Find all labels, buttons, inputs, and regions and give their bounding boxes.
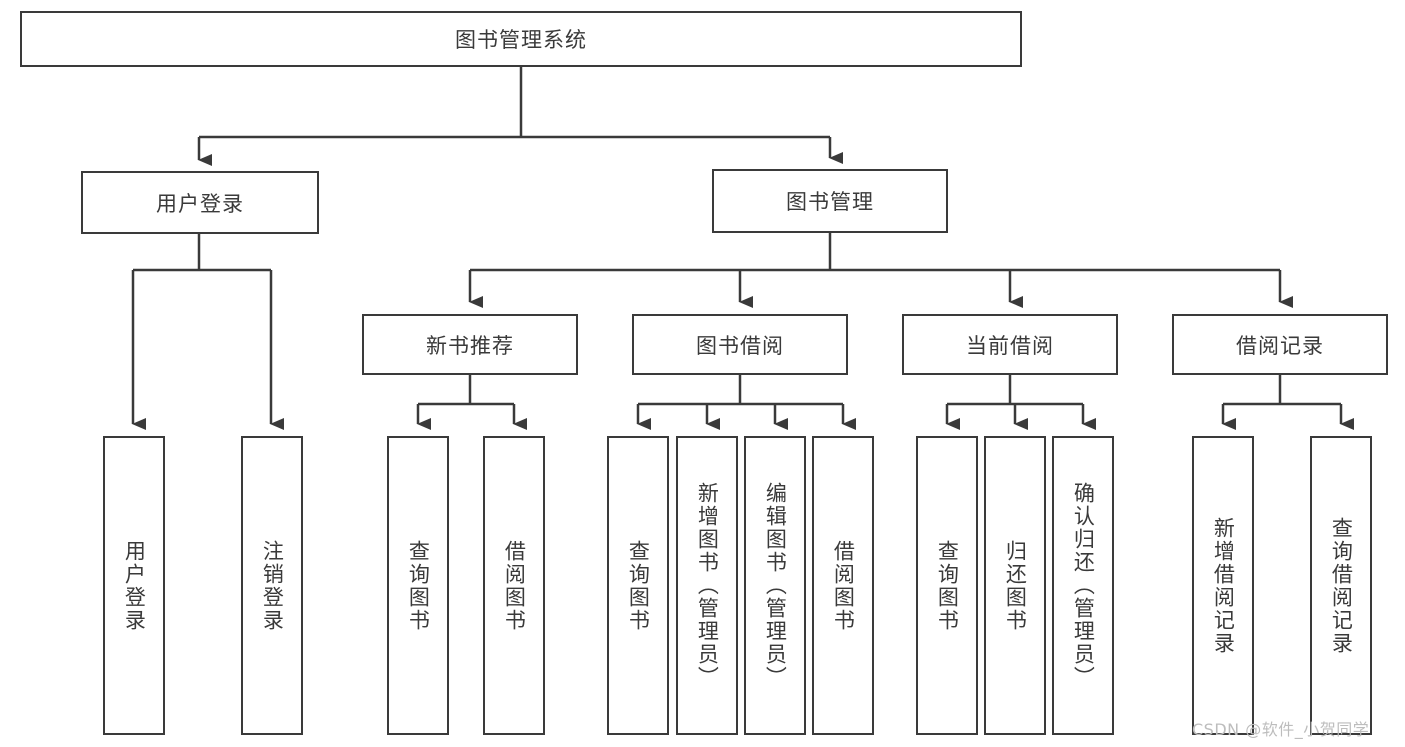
leaf-borrow-book-1[interactable]: 借阅图书 — [483, 436, 545, 735]
leaf-query-book-2-label: 查询图书 — [626, 539, 651, 632]
leaf-borrow-book-2[interactable]: 借阅图书 — [812, 436, 874, 735]
leaf-query-book-1-label: 查询图书 — [406, 539, 431, 632]
leaf-borrow-book-1-label: 借阅图书 — [502, 539, 527, 632]
leaf-query-book-1[interactable]: 查询图书 — [387, 436, 449, 735]
node-book-borrow[interactable]: 图书借阅 — [632, 314, 848, 375]
leaf-return-book-label: 归还图书 — [1003, 539, 1028, 632]
leaf-query-record-label: 查询借阅记录 — [1329, 516, 1354, 655]
leaf-query-book-3-label: 查询图书 — [935, 539, 960, 632]
node-new-book-rec-label: 新书推荐 — [426, 333, 514, 358]
leaf-add-book[interactable]: 新增图书（管理员） — [676, 436, 738, 735]
leaf-logout-label: 注销登录 — [260, 539, 285, 632]
leaf-logout[interactable]: 注销登录 — [241, 436, 303, 735]
node-user-login[interactable]: 用户登录 — [81, 171, 319, 234]
node-borrow-record[interactable]: 借阅记录 — [1172, 314, 1388, 375]
watermark: CSDN @软件_小贺同学 — [1192, 720, 1370, 739]
leaf-add-record[interactable]: 新增借阅记录 — [1192, 436, 1254, 735]
node-book-manage-label: 图书管理 — [786, 190, 874, 214]
leaf-user-login-label: 用户登录 — [122, 539, 147, 632]
leaf-confirm-return[interactable]: 确认归还（管理员） — [1052, 436, 1114, 735]
leaf-query-book-2[interactable]: 查询图书 — [607, 436, 669, 735]
leaf-query-book-3[interactable]: 查询图书 — [916, 436, 978, 735]
leaf-borrow-book-2-label: 借阅图书 — [831, 539, 856, 632]
node-current-borrow-label: 当前借阅 — [966, 333, 1054, 358]
node-user-login-label: 用户登录 — [156, 191, 244, 216]
node-root[interactable]: 图书管理系统 — [20, 11, 1022, 67]
leaf-add-book-label: 新增图书（管理员） — [695, 482, 720, 689]
leaf-edit-book-label: 编辑图书（管理员） — [763, 482, 788, 689]
node-current-borrow[interactable]: 当前借阅 — [902, 314, 1118, 375]
node-borrow-record-label: 借阅记录 — [1236, 333, 1324, 358]
node-root-label: 图书管理系统 — [455, 28, 587, 52]
leaf-add-record-label: 新增借阅记录 — [1211, 516, 1236, 655]
leaf-return-book[interactable]: 归还图书 — [984, 436, 1046, 735]
node-new-book-rec[interactable]: 新书推荐 — [362, 314, 578, 375]
node-book-manage[interactable]: 图书管理 — [712, 169, 948, 233]
leaf-user-login[interactable]: 用户登录 — [103, 436, 165, 735]
node-book-borrow-label: 图书借阅 — [696, 333, 784, 358]
leaf-edit-book[interactable]: 编辑图书（管理员） — [744, 436, 806, 735]
leaf-query-record[interactable]: 查询借阅记录 — [1310, 436, 1372, 735]
leaf-confirm-return-label: 确认归还（管理员） — [1071, 482, 1096, 689]
